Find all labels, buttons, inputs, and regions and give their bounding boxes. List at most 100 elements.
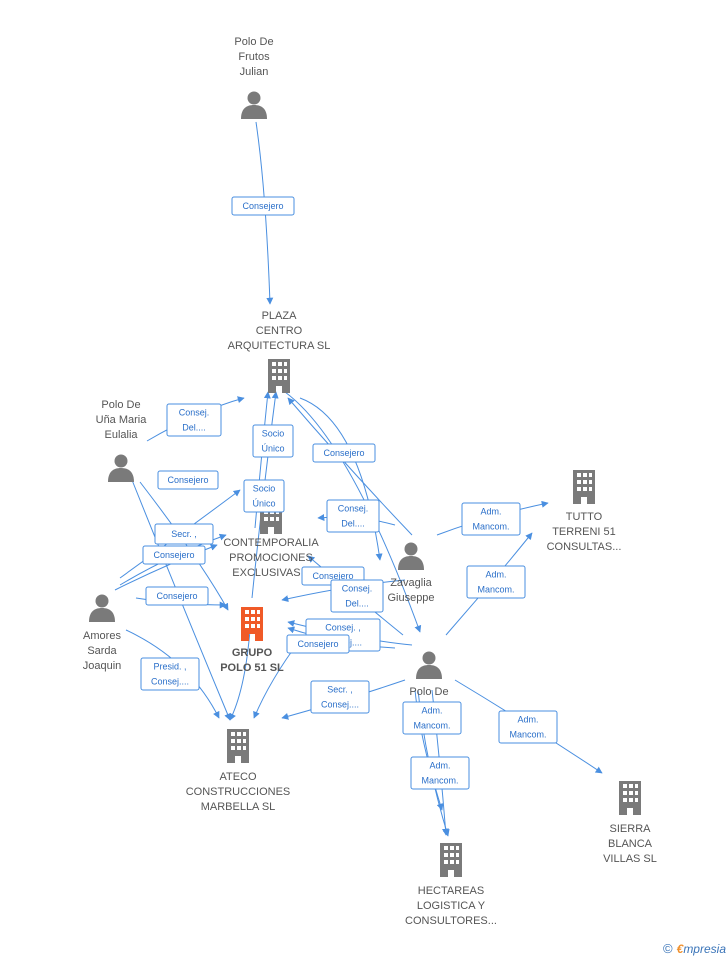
edge-label-box[interactable]: Consejero — [157, 470, 219, 490]
empresia-watermark: ©€mpresia — [663, 941, 726, 956]
edge-label-text: Mancom. — [421, 776, 458, 786]
edge-label-box[interactable]: Consej.Del.... — [326, 499, 380, 533]
person-node-polo-de[interactable]: Polo De — [409, 651, 449, 699]
edge-label-box[interactable]: Consejero — [142, 545, 206, 565]
edge-line — [287, 397, 413, 536]
building-icon — [573, 470, 595, 504]
edge-label-frame — [326, 499, 380, 533]
node-label: LOGISTICA Y — [417, 900, 486, 912]
person-icon — [416, 651, 442, 679]
edge-label-text: Socio — [253, 484, 276, 494]
edge-label-text: Adm. — [480, 507, 501, 517]
edge-label-text: Del.... — [182, 423, 206, 433]
edge-label-box[interactable]: Consejero — [145, 586, 209, 606]
edge-label-box[interactable]: Adm.Mancom. — [402, 701, 462, 735]
node-label: MARBELLA SL — [201, 801, 276, 813]
edge-label-box[interactable]: Consej. Del.... — [166, 403, 222, 437]
node-label: CONSULTAS... — [547, 541, 622, 553]
node-label: EXCLUSIVAS... — [232, 567, 309, 579]
edge-line — [284, 391, 422, 633]
node-label: Polo De — [101, 399, 140, 411]
edge-label-frame — [498, 710, 558, 744]
edge-label-frame — [145, 586, 209, 606]
edge-label-box[interactable]: Secr. ,Consej.... — [310, 680, 370, 714]
node-label: CENTRO — [256, 325, 303, 337]
node-label: POLO 51 SL — [220, 662, 284, 674]
edge-label-box[interactable]: Consejero — [286, 634, 350, 654]
edge-label-frame — [140, 657, 200, 691]
edge-label-box[interactable]: Adm.Mancom. — [466, 565, 526, 599]
edge-label-text: Adm. — [429, 761, 450, 771]
edge-label-text: Consej. — [342, 584, 373, 594]
edge-label-box[interactable]: Consej. Del.... — [330, 579, 384, 613]
edge-label-text: Adm. — [421, 706, 442, 716]
nodes-layer: Polo De FrutosJulianPLAZACENTROARQUITECTU… — [83, 36, 657, 927]
edge-label-text: Del.... — [345, 599, 369, 609]
edge-label-text: Consejero — [242, 201, 283, 211]
edge-label-box[interactable]: Secr. , — [154, 523, 214, 545]
edge-label-box[interactable]: Adm. Mancom. — [410, 756, 470, 790]
edge-label-text: Único — [252, 499, 275, 509]
node-label: CONTEMPORALIA — [223, 537, 319, 549]
node-label: ATECO — [219, 771, 257, 783]
node-label: CONSTRUCCIONES — [186, 786, 291, 798]
edge-label-text: Consej. — [338, 504, 369, 514]
edge-label-frame — [330, 579, 384, 613]
node-label: Eulalia — [104, 429, 138, 441]
node-label: BLANCA — [608, 838, 653, 850]
edge-label-box[interactable]: Consejero — [312, 443, 376, 463]
edge-label-text: Consej.... — [321, 700, 359, 710]
edge-label-frame — [166, 403, 222, 437]
node-label: Polo De — [234, 36, 273, 48]
edge-label-frame — [312, 443, 376, 463]
building-icon — [619, 781, 641, 815]
edge-label-frame — [142, 545, 206, 565]
edge-label-text: Consejero — [297, 639, 338, 649]
edge-label-box[interactable]: Consejero — [231, 196, 295, 216]
person-icon — [398, 542, 424, 570]
edge-label-frame — [410, 756, 470, 790]
edge-label-frame — [461, 502, 521, 536]
building-icon — [440, 843, 462, 877]
edge-label-text: Consej. , — [325, 623, 361, 633]
node-label: TERRENI 51 — [552, 526, 616, 538]
node-label: Julian — [240, 66, 269, 78]
node-label: Uña Maria — [96, 414, 148, 426]
building-icon — [227, 729, 249, 763]
edge-label-text: Secr. , — [171, 529, 197, 539]
node-label: VILLAS SL — [603, 853, 657, 865]
edge-label-frame — [252, 424, 294, 458]
copyright-icon: © — [663, 941, 673, 956]
node-label: Frutos — [238, 51, 270, 63]
edge-label-text: Consejero — [153, 550, 194, 560]
edge-label-frame — [231, 196, 295, 216]
edge-label-box[interactable]: Adm.Mancom. — [498, 710, 558, 744]
edge-label-text: Consej. — [179, 408, 210, 418]
person-icon — [108, 454, 134, 482]
edge-line — [114, 543, 218, 591]
node-label: Polo De — [409, 686, 448, 698]
company-node-ateco[interactable]: ATECO CONSTRUCCIONES MARBELLA SL — [186, 729, 291, 813]
edge-label-box[interactable]: Adm. Mancom. — [461, 502, 521, 536]
edge-label-box[interactable]: Presid. ,Consej.... — [140, 657, 200, 691]
node-label: PROMOCIONES — [229, 552, 313, 564]
company-node-contemporalia[interactable]: CONTEMPORALIA PROMOCIONES EXCLUSIVAS... — [223, 500, 319, 579]
edge-label-frame — [243, 479, 285, 513]
edge-label-text: Mancom. — [472, 522, 509, 532]
watermark-brand-rest: mpresia — [683, 942, 726, 956]
edge-label-text: Adm. — [485, 570, 506, 580]
person-icon — [89, 594, 115, 622]
node-label: CONSULTORES... — [405, 915, 497, 927]
